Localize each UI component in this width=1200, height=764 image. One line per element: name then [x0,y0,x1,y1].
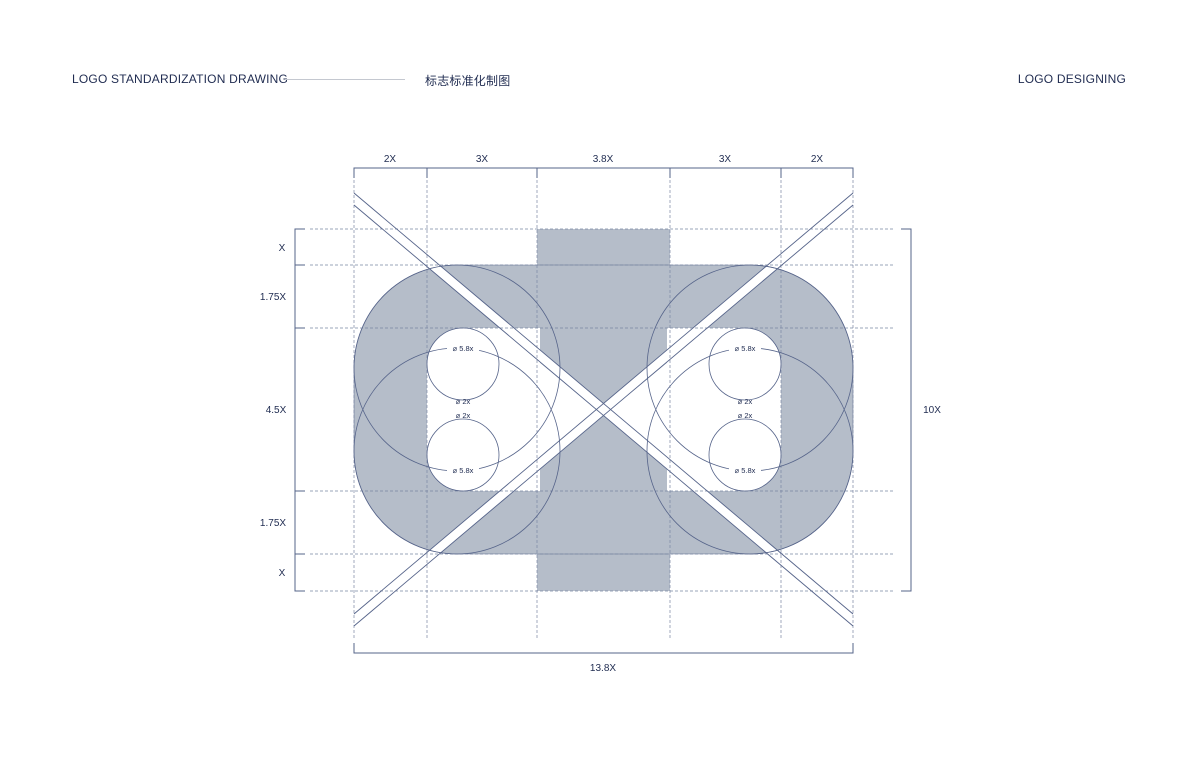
circle-diameter-label: ⌀ 2x [738,397,753,406]
small-circle [708,418,782,492]
circle-diameter-label: ⌀ 2x [738,411,753,420]
left-dimension-label: 1.75X [260,292,286,303]
circle-diameter-label: ⌀ 5.8x [453,466,474,475]
left-dimension-label: X [279,243,286,254]
section-label: LOGO DESIGNING [1017,72,1126,86]
small-circle [708,327,782,401]
circle-diameter-label: ⌀ 5.8x [735,344,756,353]
logo-shape [353,229,854,591]
right-dimension-label: 10X [923,405,941,416]
circle-diameter-label: ⌀ 5.8x [453,344,474,353]
right-wedge [610,359,671,460]
dimension-labels: 2X 3X 3.8X 3X 2X X 1.75X 4.5X 1.75X X 10… [260,154,941,674]
top-dimension-label: 2X [811,154,824,165]
diagonal-lines [353,192,854,627]
top-dimension-label: 2X [384,154,397,165]
left-wedge [536,359,597,460]
small-circle [426,327,500,401]
top-dimension-label: 3.8X [593,154,614,165]
drawing-title: LOGO STANDARDIZATION DRAWING [72,72,289,86]
left-dimension-label: 1.75X [260,518,286,529]
bottom-dimension-label: 13.8X [590,663,616,674]
drawing-title-chinese: 标志标准化制图 [425,74,511,88]
left-dimension-label: X [279,568,286,579]
construction-grid [310,170,895,640]
diagonal-band-2 [354,229,853,591]
header-divider [285,79,405,80]
circle-diameter-label: ⌀ 5.8x [735,466,756,475]
circle-labels: ⌀ 5.8x ⌀ 2x ⌀ 2x ⌀ 5.8x ⌀ 5.8x ⌀ 2x ⌀ 2x… [447,343,761,475]
circle-diameter-label: ⌀ 2x [456,397,471,406]
top-dimension-label: 3X [719,154,732,165]
circle-diameter-label: ⌀ 2x [456,411,471,420]
small-circle [426,418,500,492]
top-dimension-label: 3X [476,154,489,165]
dimension-lines [294,167,912,654]
left-dimension-label: 4.5X [266,405,287,416]
